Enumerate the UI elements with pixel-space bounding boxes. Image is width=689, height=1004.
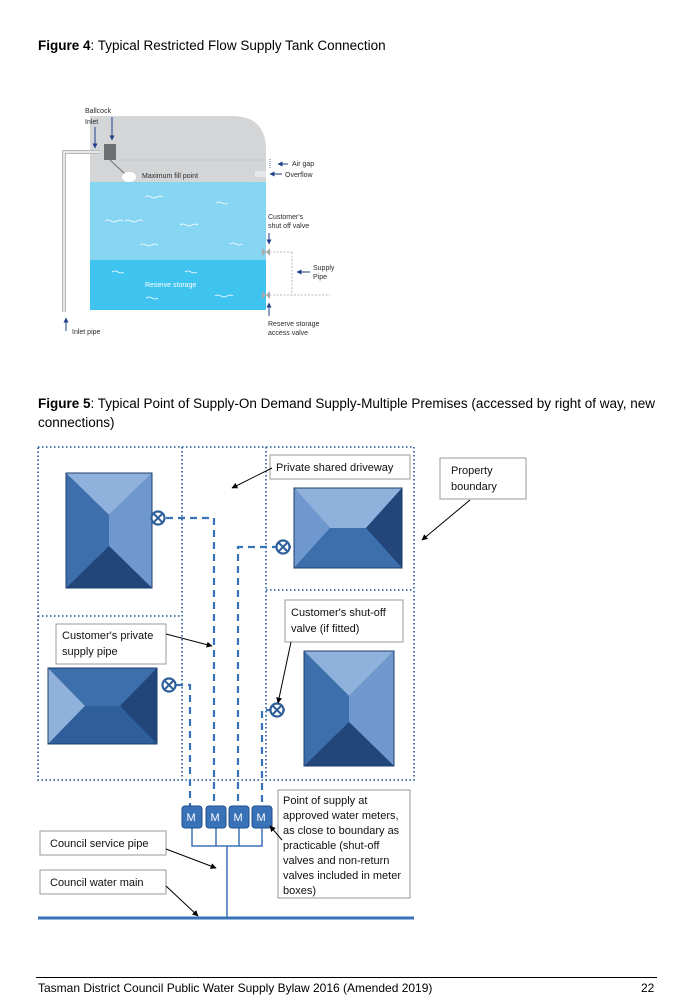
water-meter: M [181, 805, 203, 829]
footer-text: Tasman District Council Public Water Sup… [38, 981, 433, 995]
property-boundary-outer [37, 446, 415, 781]
inlet-pipe-label: Inlet pipe [72, 329, 101, 336]
supply-pipe-label-line2: Pipe [313, 274, 327, 281]
ballcock [104, 144, 116, 160]
pos-label-line4: practicable (shut-off [283, 840, 380, 852]
private-pipe-arrow-icon [165, 633, 213, 648]
meter-label: M [187, 812, 196, 824]
meter-label: M [211, 812, 220, 824]
house-bottom-left [47, 667, 158, 745]
pos-label-line6: valves included in meter [283, 870, 401, 882]
water-waves [104, 195, 243, 300]
water-meter: M [205, 805, 227, 829]
shutoff-label-line1: Customer's [268, 214, 304, 221]
private-supply-pipe [166, 516, 216, 806]
valve-icon [161, 677, 177, 693]
reserve-storage-label: Reserve storage [145, 282, 196, 289]
private-supply-pipe [260, 708, 285, 806]
water-main-callout [39, 869, 167, 895]
meter-label: M [234, 812, 243, 824]
valve-icon [275, 539, 291, 555]
tank-water [90, 182, 266, 260]
inlet-label: Inlet [85, 119, 98, 126]
shutoff-label-line2: valve (if fitted) [291, 623, 359, 635]
water-meter: M [251, 805, 273, 829]
figure-4-caption-text: : Typical Restricted Flow Supply Tank Co… [90, 38, 386, 53]
water-main-arrow-icon [165, 885, 199, 917]
pos-label-line1: Point of supply at [283, 795, 367, 807]
private-pipe-callout [55, 623, 167, 665]
customer-shutoff-valve-icon [262, 248, 270, 256]
private-supply-pipe [236, 545, 291, 806]
service-pipe-arrow-icon [165, 848, 217, 869]
pos-label-line2: approved water meters, [283, 810, 399, 822]
overflow-pipe [255, 171, 266, 177]
point-of-supply-callout [277, 789, 411, 899]
meter-label: M [257, 812, 266, 824]
council-service-pipe [191, 828, 263, 847]
shutoff-label-line2: shut off valve [268, 223, 309, 230]
driveway-label: Private shared driveway [276, 462, 394, 474]
house-top-right [293, 487, 403, 569]
reserve-valve-label-line2: access valve [268, 330, 308, 337]
tank-air-space [90, 116, 266, 182]
point-of-supply-arrow-icon [269, 825, 283, 841]
reserve-valve-label-line1: Reserve storage [268, 321, 319, 328]
reserve-storage-valve-icon [262, 291, 270, 299]
private-pipe-label-line1: Customer's private [62, 630, 153, 642]
boundary-callout [439, 457, 527, 500]
driveway-arrow-icon [231, 467, 273, 489]
figure-4-tank-diagram: Ballcock Inlet Air gap Overflow Maximum … [62, 108, 335, 337]
private-pipe-label-line2: supply pipe [62, 646, 118, 658]
figure-4-label: Figure 4 [38, 38, 91, 53]
overflow-label: Overflow [285, 172, 314, 179]
page-number: 22 [641, 981, 655, 995]
service-pipe-callout [39, 830, 167, 856]
house-bottom-right [303, 650, 395, 767]
pos-label-line3: as close to boundary as [283, 825, 400, 837]
shutoff-arrow-icon [276, 641, 292, 704]
valve-icon [269, 702, 285, 718]
max-fill-label: Maximum fill point [142, 173, 198, 180]
house-top-left [65, 472, 153, 589]
shutoff-label-line1: Customer's shut-off [291, 607, 387, 619]
figure-5-caption: Figure 5: Typical Point of Supply-On Dem… [38, 394, 688, 432]
reserve-storage-water [90, 260, 266, 310]
boundary-label-line1: Property [451, 465, 493, 477]
pos-label-line5: valves and non-return [283, 855, 389, 867]
pos-label-line7: boxes) [283, 885, 316, 897]
valve-icon [150, 510, 166, 526]
private-supply-pipe [176, 683, 192, 806]
driveway-callout [269, 454, 411, 480]
service-pipe-label: Council service pipe [50, 838, 148, 850]
figure-5-caption-text: : Typical Point of Supply-On Demand Supp… [38, 396, 656, 430]
water-meter: M [228, 805, 250, 829]
air-gap-label: Air gap [292, 161, 314, 168]
boundary-label-line2: boundary [451, 481, 497, 493]
figure-4-caption: Figure 4: Typical Restricted Flow Supply… [38, 36, 386, 55]
shutoff-callout [284, 599, 404, 643]
water-main-label: Council water main [50, 877, 144, 889]
figure-5-site-diagram: M M M M [37, 446, 527, 920]
supply-pipe-label-line1: Supply [313, 265, 335, 272]
footer-divider [36, 977, 657, 978]
ballcock-label: Ballcock [85, 108, 112, 115]
boundary-arrow-icon [421, 499, 471, 541]
float-ball [122, 172, 136, 182]
figure-5-label: Figure 5 [38, 396, 91, 411]
